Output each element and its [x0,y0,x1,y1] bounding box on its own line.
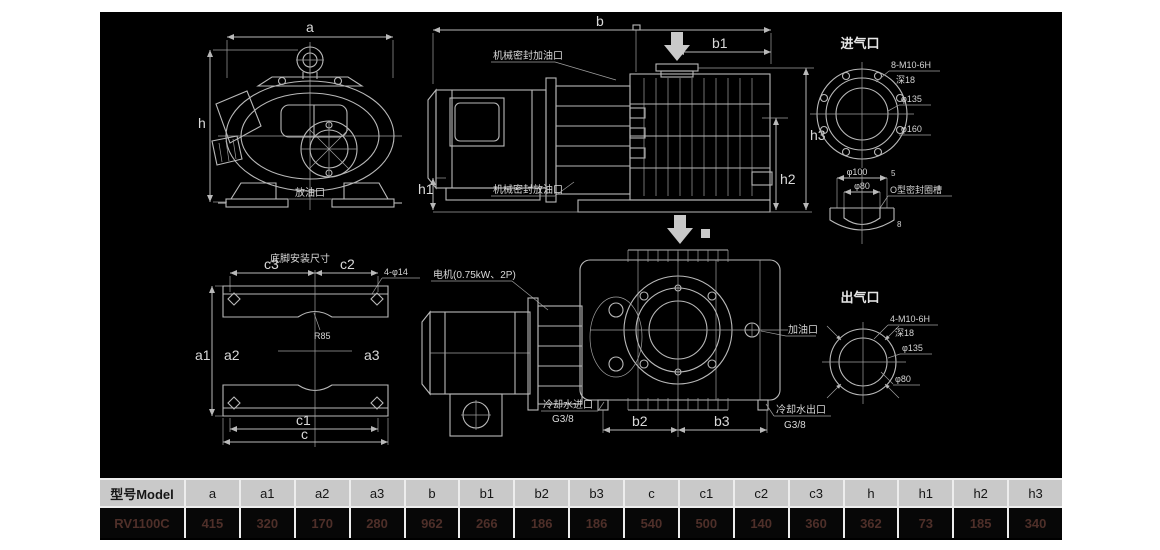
radius-label: R85 [314,331,331,341]
dim-c2-label: c2 [340,256,355,272]
col-header: b2 [515,480,569,506]
dim-b2-label: b2 [632,413,648,429]
foot-title: 底脚安装尺寸 [270,252,330,265]
col-header: a [186,480,239,506]
dim-h-label: h [198,115,206,131]
col-header: a2 [295,480,349,506]
value-cell: 962 [405,508,459,538]
value-cell: 415 [186,508,239,538]
side-view-top-drawing: b b1 [418,13,826,244]
col-header: h [844,480,898,506]
pump-dimension-drawing: a h [195,13,952,447]
cooling-water-outlet-thread: G3/8 [784,420,806,431]
oring-depth-label: 8 [897,220,902,229]
motor-label: 电机(0.75kW、2P) [433,268,516,281]
value-cell: 320 [240,508,294,538]
inlet-title: 进气口 [840,36,879,51]
value-cell: 140 [734,508,788,538]
col-header: b3 [570,480,623,506]
seal-drain-port-label: 机械密封放油口 [493,183,563,196]
value-cell: 170 [295,508,349,538]
front-view-drawing: a h [198,19,402,210]
cooling-water-inlet-label: 冷却水进口 [543,398,593,411]
cooling-water-outlet-label: 冷却水出口 [776,403,826,416]
drain-port-label: 放油口 [295,186,325,199]
dim-b1-label: b1 [712,35,728,51]
dim-c3-label: c3 [264,256,279,272]
cooling-water-inlet-thread: G3/8 [552,414,574,425]
outlet-depth-label: 深18 [895,328,914,338]
drawing-canvas: a h [100,12,1062,540]
col-header: b [405,480,459,506]
oil-fill-port-label: 加油口 [788,323,818,336]
value-cell: 185 [954,508,1008,538]
col-header: c [625,480,678,506]
dim-c-label: c [301,426,308,442]
dim-h3-label: h3 [810,127,826,143]
oring-groove-drawing: φ100 φ80 5 O型密封圈槽 8 [829,167,952,244]
dim-c1-label: c1 [296,412,311,428]
dim-h2-label: h2 [780,171,796,187]
value-cell: 186 [570,508,623,538]
foot-mounting-drawing: 底脚安装尺寸 c3 c2 4-φ14 a1 [195,252,420,447]
value-cell: 186 [515,508,569,538]
col-header: h3 [1009,480,1062,506]
col-header: b1 [460,480,514,506]
outlet-bolt-spec-label: 4-M10-6H [890,314,930,324]
value-cell: 340 [1009,508,1062,538]
dim-a1-label: a1 [195,347,211,363]
col-header: h2 [954,480,1008,506]
inlet-d160-label: φ160 [901,124,922,134]
dim-a3-label: a3 [364,347,380,363]
value-cell: 73 [899,508,953,538]
oring-step-label: 5 [891,169,896,178]
inlet-d135-label: φ135 [901,94,922,104]
outlet-d135-label: φ135 [902,343,923,353]
oring-d100-label: φ100 [847,167,868,177]
outlet-title: 出气口 [840,290,879,305]
model-cell: RV1100C [100,508,184,538]
dim-b3-label: b3 [714,413,730,429]
dimension-table: 型号Model a a1 a2 a3 b b1 b2 b3 c c1 c2 c3… [100,478,1062,538]
dim-a2-label: a2 [224,347,240,363]
col-header: h1 [899,480,953,506]
col-header: c2 [734,480,788,506]
outlet-d80-label: φ80 [895,374,911,384]
foot-holes-label: 4-φ14 [384,267,408,277]
value-cell: 280 [350,508,404,538]
value-cell: 500 [679,508,733,538]
oring-groove-label: O型密封圈槽 [890,184,942,195]
inlet-port-drawing: 进气口 8-M10-6H 深18 φ135 φ160 [810,36,940,168]
col-header: a1 [240,480,294,506]
inlet-bolt-spec-label: 8-M10-6H [891,60,931,70]
outlet-port-drawing: 出气口 4-M10-6H 深18 φ135 φ80 [822,290,938,404]
dim-a-label: a [306,19,314,35]
seal-fill-port-label: 机械密封加油口 [493,49,563,62]
dim-h1-label: h1 [418,181,434,197]
value-cell: 360 [789,508,843,538]
value-cell: 266 [460,508,514,538]
col-header: a3 [350,480,404,506]
dim-b-label: b [596,13,604,29]
value-cell: 362 [844,508,898,538]
value-cell: 540 [625,508,678,538]
col-header: c3 [789,480,843,506]
inlet-depth-label: 深18 [896,75,915,85]
side-view-bottom-drawing: 电机(0.75kW、2P) [421,249,831,437]
col-header-model: 型号Model [100,480,184,506]
col-header: c1 [679,480,733,506]
